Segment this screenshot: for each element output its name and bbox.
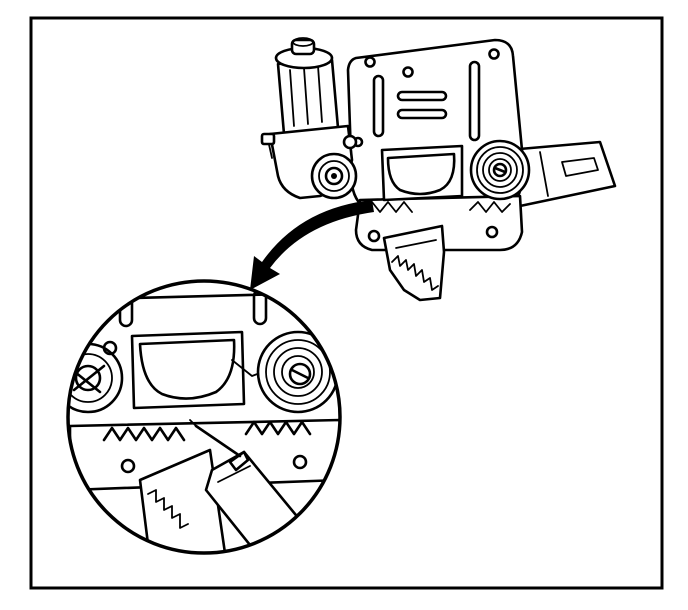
sector-gear xyxy=(382,224,446,302)
band-hole xyxy=(485,225,499,239)
plate-hole xyxy=(364,56,376,68)
plate-slot-right xyxy=(468,60,481,142)
detail-band-hole xyxy=(292,454,308,470)
detail-window xyxy=(130,330,269,410)
motor xyxy=(260,37,358,200)
plate-hole xyxy=(488,48,500,60)
plate-slot-upper xyxy=(396,90,448,102)
detail-band-hole xyxy=(120,458,136,474)
detail-spring xyxy=(256,330,340,414)
detail-circle-outline xyxy=(66,279,342,555)
zoom-arrow xyxy=(250,200,374,290)
detail-hole xyxy=(102,340,118,356)
regulator-assembly xyxy=(260,37,617,302)
counterbalance-spring xyxy=(469,139,531,201)
figure-frame xyxy=(29,16,664,590)
band-hole xyxy=(367,229,381,243)
detail-magnifier xyxy=(66,279,342,555)
plate-slot-left xyxy=(372,74,385,138)
regulator-arm xyxy=(506,140,617,208)
plate-window xyxy=(380,144,464,202)
detail-sector-gear xyxy=(138,448,228,553)
plate-hole xyxy=(402,66,414,78)
plate-slot-lower xyxy=(396,108,448,120)
